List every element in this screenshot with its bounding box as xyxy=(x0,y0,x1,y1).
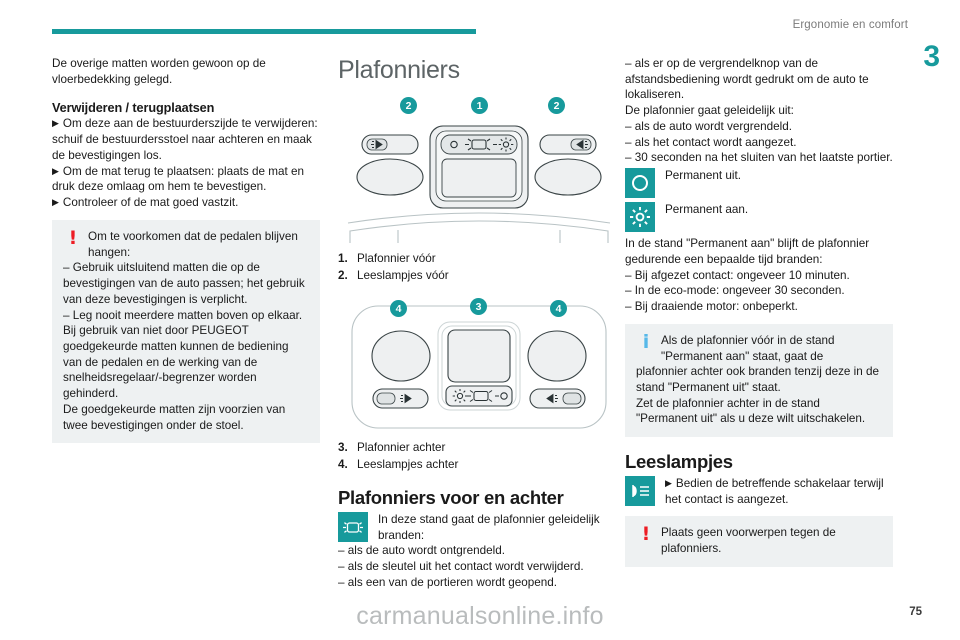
sun-on-icon xyxy=(625,202,655,233)
page-header-title: Ergonomie en comfort xyxy=(792,19,908,31)
info-box: i Als de plafonnier vóór in de stand "Pe… xyxy=(625,323,893,438)
bullet-item: ▶Om de mat terug te plaatsen: plaats de … xyxy=(52,164,304,194)
warning-lead: Om te voorkomen dat de pedalen blijven h… xyxy=(88,229,298,259)
sun-icon-glyph xyxy=(498,137,514,152)
watermark: carmanualsonline.info xyxy=(356,602,604,630)
section-heading-leeslampjes: Leeslampjes xyxy=(625,451,733,473)
duration-line: – Bij draaiende motor: onbeperkt. xyxy=(625,300,798,314)
continued-line: – als de auto wordt vergrendeld. xyxy=(625,119,792,133)
front-legend-list: 1.Plafonnier vóór 2.Leeslampjes vóór xyxy=(338,251,620,284)
arrow-icon: ▶ xyxy=(52,197,59,208)
info-lead: Als de plafonnier vóór in de stand "Perm… xyxy=(661,333,835,363)
mode-door-light-text: In deze stand gaat de plafonnier geleide… xyxy=(378,513,600,542)
page-title: Plafonniers xyxy=(338,56,460,84)
mode-door-light-row: In deze stand gaat de plafonnier geleide… xyxy=(338,512,620,543)
door-light-icon-glyph xyxy=(467,390,499,403)
section-heading-plafonniers: Plafonniers voor en achter xyxy=(338,487,564,509)
circle-off-icon-glyph xyxy=(632,175,648,192)
reading-lamp-text: ▶Bedien de betreffende schakelaar terwij… xyxy=(665,477,884,506)
duration-line: – Bij afgezet contact: ongeveer 10 minut… xyxy=(625,268,850,282)
legend-item: 3.Plafonnier achter xyxy=(338,441,446,455)
mode-permanent-on-row: Permanent aan. xyxy=(625,202,893,233)
reading-warning-text: Plaats geen voorwerpen tegen de plafonni… xyxy=(661,526,836,555)
column-left: De overige matten worden gewoon op de vl… xyxy=(52,56,320,444)
arrow-icon: ▶ xyxy=(52,118,59,129)
callout-badge-2-left: 2 xyxy=(400,97,417,114)
warning-box: ! Om te voorkomen dat de pedalen blijven… xyxy=(52,219,320,444)
reading-lamp-icon xyxy=(625,476,655,507)
rear-unit-drawing xyxy=(351,305,607,429)
condition-line: – als een van de portieren wordt geopend… xyxy=(338,575,557,589)
exclamation-icon: ! xyxy=(641,523,651,546)
mode-permanent-off-row: Permanent uit. xyxy=(625,168,893,199)
legend-item: 1.Plafonnier vóór xyxy=(338,252,436,265)
exclamation-icon: ! xyxy=(68,226,78,249)
duration-lead: In de stand "Permanent aan" blijft de pl… xyxy=(625,237,870,266)
callout-badge-4-left: 4 xyxy=(390,300,407,318)
sun-icon-glyph xyxy=(452,389,468,404)
reading-lamp-row: ▶Bedien de betreffende schakelaar terwij… xyxy=(625,476,893,507)
sun-on-icon-glyph xyxy=(630,207,650,228)
reading-lamp-icon-glyph xyxy=(632,485,649,498)
condition-line: – als de sleutel uit het contact wordt v… xyxy=(338,560,584,574)
door-light-icon-glyph xyxy=(465,138,497,151)
continued-line: De plafonnier gaat geleidelijk uit: xyxy=(625,104,794,118)
mode-permanent-off-text: Permanent uit. xyxy=(665,169,742,183)
legend-item: 2.Leeslampjes vóór xyxy=(338,268,449,282)
info-icon: i xyxy=(642,330,650,353)
warning-line: – Gebruik uitsluitend matten die op de b… xyxy=(63,261,305,306)
callout-badge-1: 1 xyxy=(471,97,488,114)
door-light-icon-glyph xyxy=(343,522,363,533)
subheading-remove-replace: Verwijderen / terugplaatsen xyxy=(52,101,215,116)
bullet-item: ▶Controleer of de mat goed vastzit. xyxy=(52,196,239,210)
warning-line: De goedgekeurde matten zijn voorzien van… xyxy=(63,402,286,432)
arrow-icon: ▶ xyxy=(665,478,672,489)
door-light-icon xyxy=(338,512,368,543)
continued-line: – 30 seconden na het sluiten van het laa… xyxy=(625,151,893,165)
callout-badge-4-right: 4 xyxy=(550,300,567,318)
duration-line: – In de eco-mode: ongeveer 30 seconden. xyxy=(625,284,845,298)
bullet-item: ▶Om deze aan de bestuurderszijde te verw… xyxy=(52,117,318,162)
callout-badge-2-right: 2 xyxy=(548,97,565,114)
warning-line: Bij gebruik van niet door PEUGEOT goedge… xyxy=(63,324,289,401)
info-line: Zet de plafonnier achter in de stand "Pe… xyxy=(636,396,866,426)
reading-warning-box: ! Plaats geen voorwerpen tegen de plafon… xyxy=(625,516,893,567)
condition-line: – als de auto wordt ontgrendeld. xyxy=(338,544,505,558)
front-unit-drawing xyxy=(347,125,611,243)
column-middle: Plafonniers xyxy=(338,56,620,591)
continued-line: – als er op de vergrendelknop van de afs… xyxy=(625,57,869,102)
page-number: 75 xyxy=(909,606,922,618)
circle-off-icon xyxy=(625,168,655,199)
arrow-icon: ▶ xyxy=(52,165,59,176)
info-line: plafonnier achter ook branden tenzij dez… xyxy=(636,365,880,395)
column-right: – als er op de vergrendelknop van de afs… xyxy=(625,56,893,567)
callout-badge-3: 3 xyxy=(470,298,487,316)
rear-legend-list: 3.Plafonnier achter 4.Leeslampjes achter xyxy=(338,440,620,473)
warning-line: – Leg nooit meerdere matten boven op elk… xyxy=(63,308,303,322)
intro-paragraph: De overige matten worden gewoon op de vl… xyxy=(52,57,266,86)
header-rule xyxy=(52,29,476,34)
rear-ceiling-light-figure: 4 3 4 xyxy=(338,298,620,438)
chapter-number: 3 xyxy=(923,40,940,73)
front-ceiling-light-figure: 2 1 2 xyxy=(338,97,620,243)
mode-permanent-on-text: Permanent aan. xyxy=(665,203,749,217)
continued-line: – als het contact wordt aangezet. xyxy=(625,135,797,149)
legend-item: 4.Leeslampjes achter xyxy=(338,457,459,471)
